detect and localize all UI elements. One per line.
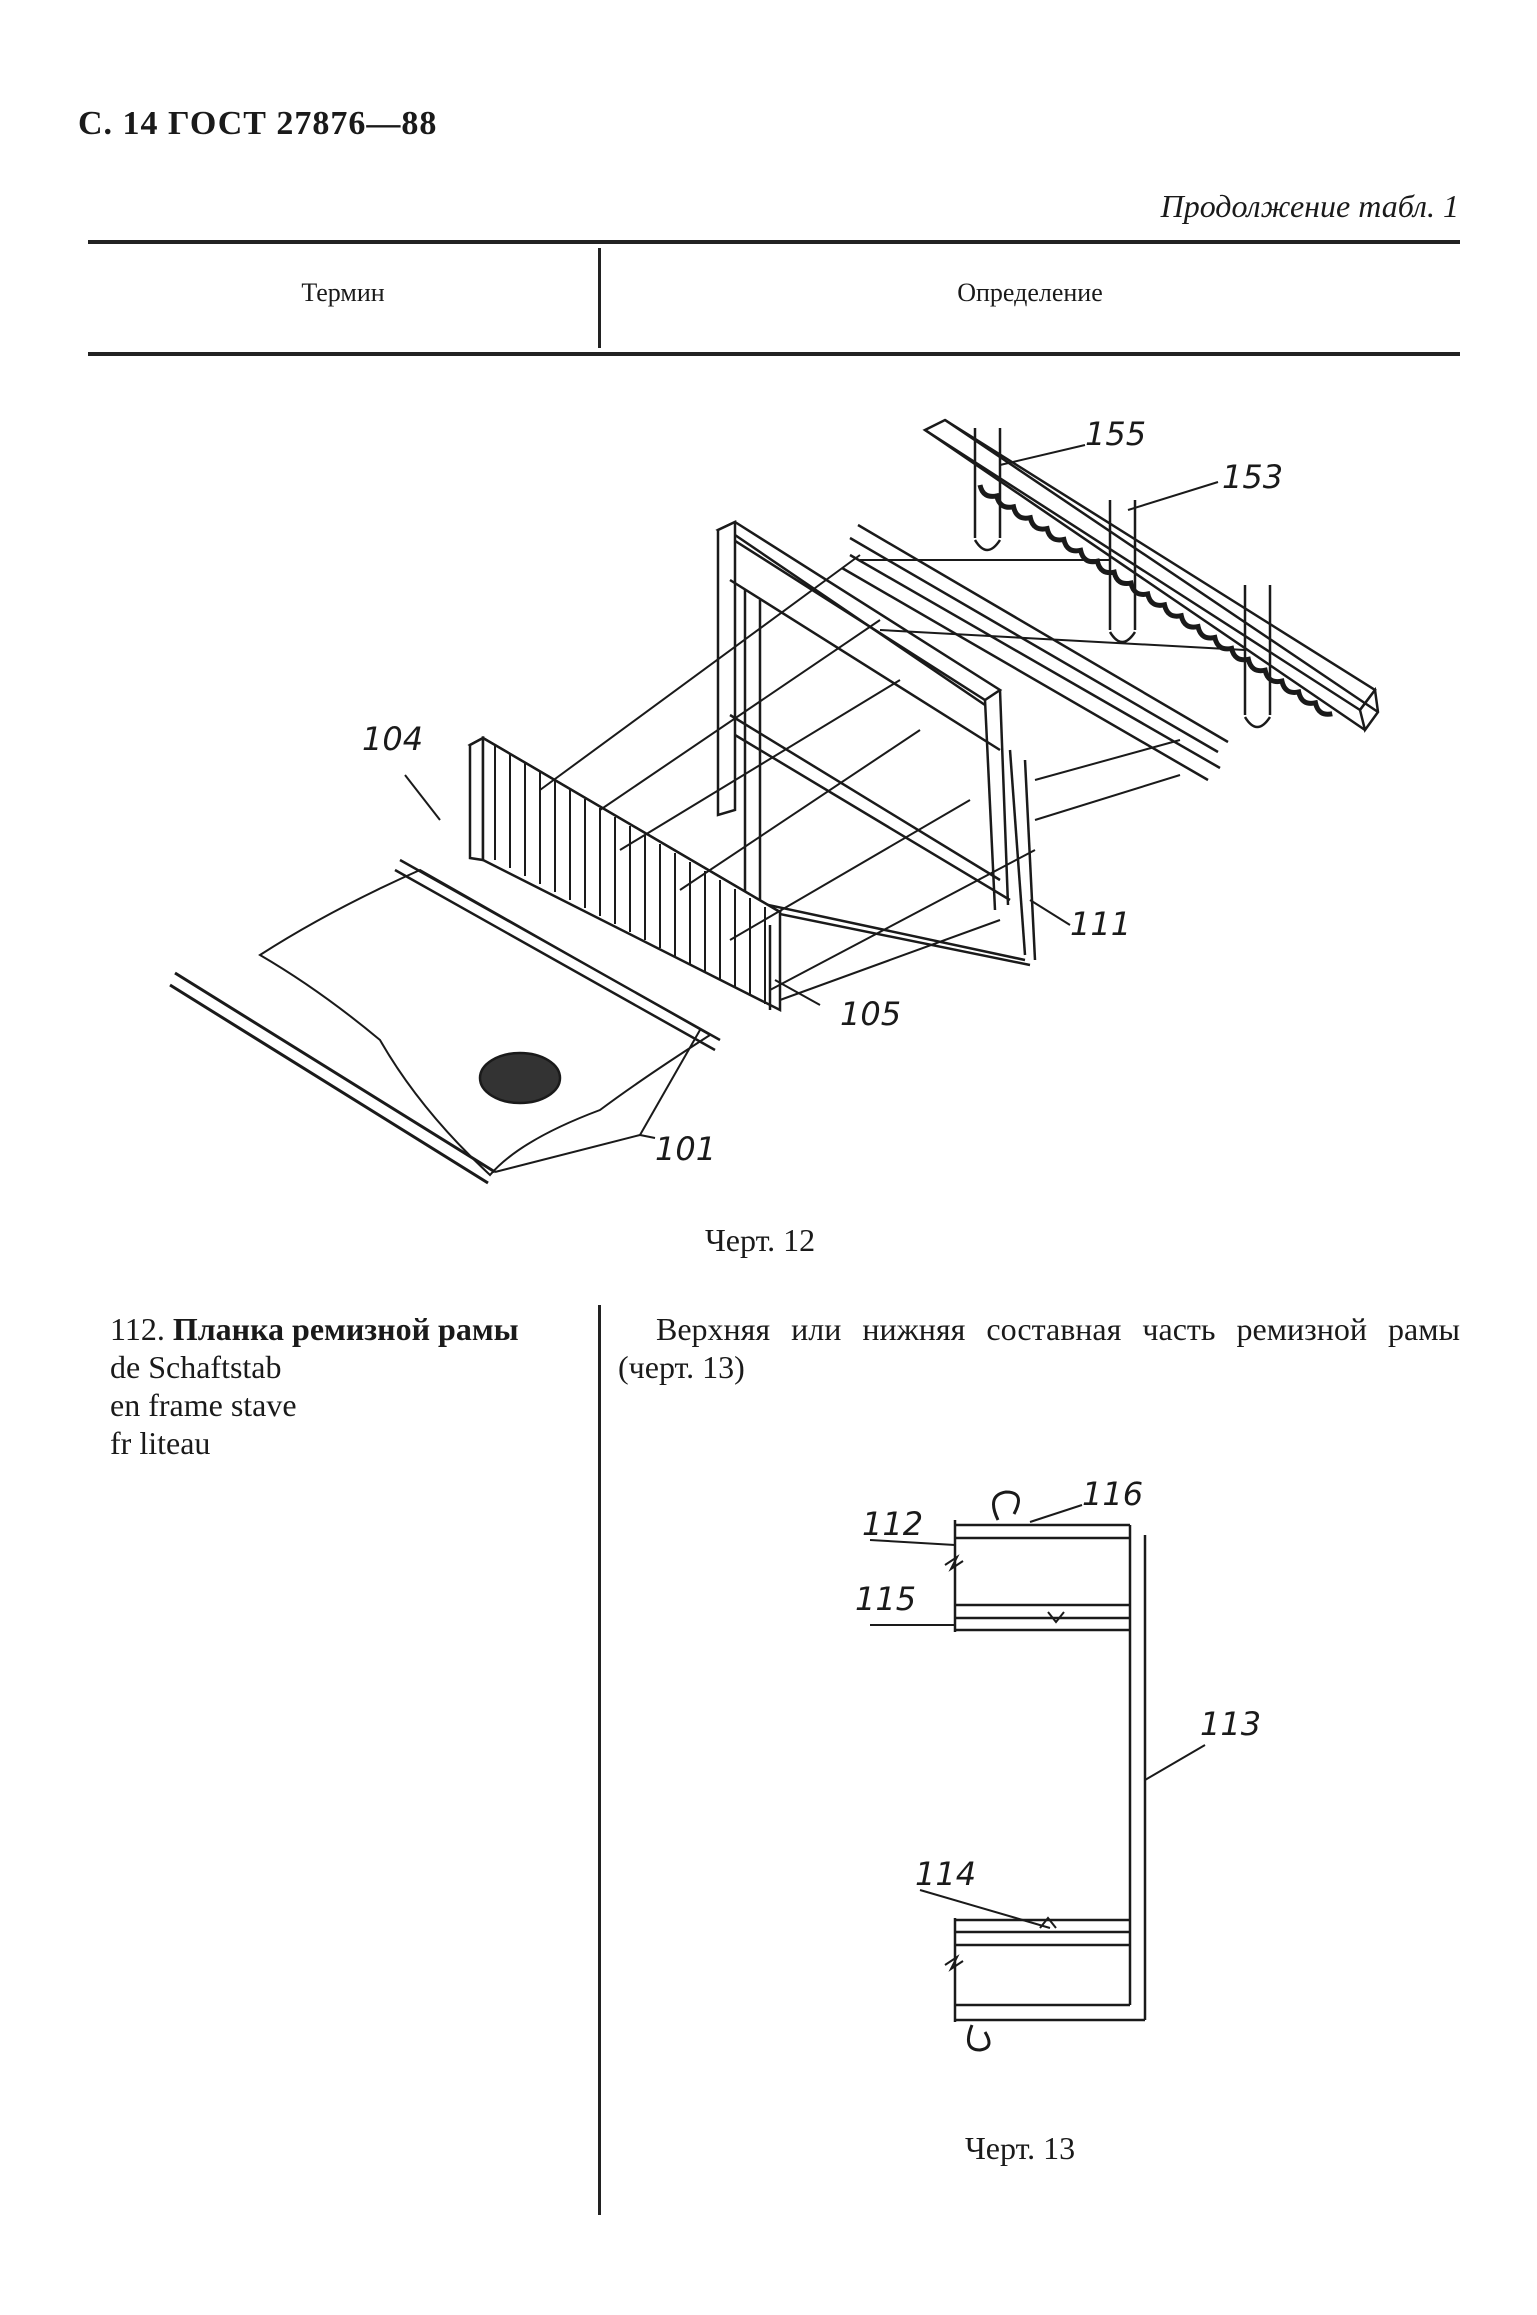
term-number: 112. (110, 1311, 165, 1347)
callout-112: 112 (862, 1505, 923, 1543)
figure-12-caption: Черт. 12 (705, 1222, 816, 1258)
callout-116: 116 (1082, 1475, 1143, 1513)
body-column-divider (598, 1305, 601, 2215)
lease-rod-1 (857, 523, 1229, 744)
column-header-definition: Определение (957, 278, 1103, 307)
table-continuation-label: Продолжение табл. 1 (1160, 188, 1459, 224)
term-entry-112: 112. Планка ремизной рамы de Schaftstab … (110, 1310, 519, 1462)
callout-155: 155 (1085, 415, 1146, 453)
cloth (169, 858, 721, 1185)
callout-101: 101 (655, 1130, 716, 1168)
term-en: en frame stave (110, 1387, 297, 1423)
term-fr: fr liteau (110, 1425, 211, 1461)
figure-13-caption: Черт. 13 (965, 2130, 1076, 2166)
warp-yarns (539, 554, 1246, 1001)
column-header-term: Термин (301, 278, 385, 307)
table-top-rule (88, 240, 1460, 244)
callout-115: 115 (855, 1580, 916, 1618)
term-de: de Schaftstab (110, 1349, 282, 1385)
definition-112: Верхняя или нижняя составная часть ремиз… (618, 1311, 1460, 1385)
callout-104: 104 (362, 720, 423, 758)
callout-153: 153 (1222, 458, 1283, 496)
lease-rod-2 (849, 553, 1221, 770)
callout-111: 111 (1070, 905, 1131, 943)
figure-13-drawing (869, 1490, 1206, 2052)
heddle-bar (922, 418, 1380, 733)
term-ru: 112. Планка ремизной рамы (110, 1310, 519, 1348)
callout-114: 114 (915, 1855, 976, 1893)
table-header-rule (88, 352, 1460, 356)
header-column-divider (598, 248, 601, 348)
leader-lines (404, 444, 1219, 1173)
term-name-ru: Планка ремизной рамы (172, 1311, 519, 1347)
callout-105: 105 (840, 995, 901, 1033)
page-header: С. 14 ГОСТ 27876—88 (78, 105, 438, 142)
callout-113: 113 (1200, 1705, 1261, 1743)
heald-frame (715, 520, 1037, 967)
